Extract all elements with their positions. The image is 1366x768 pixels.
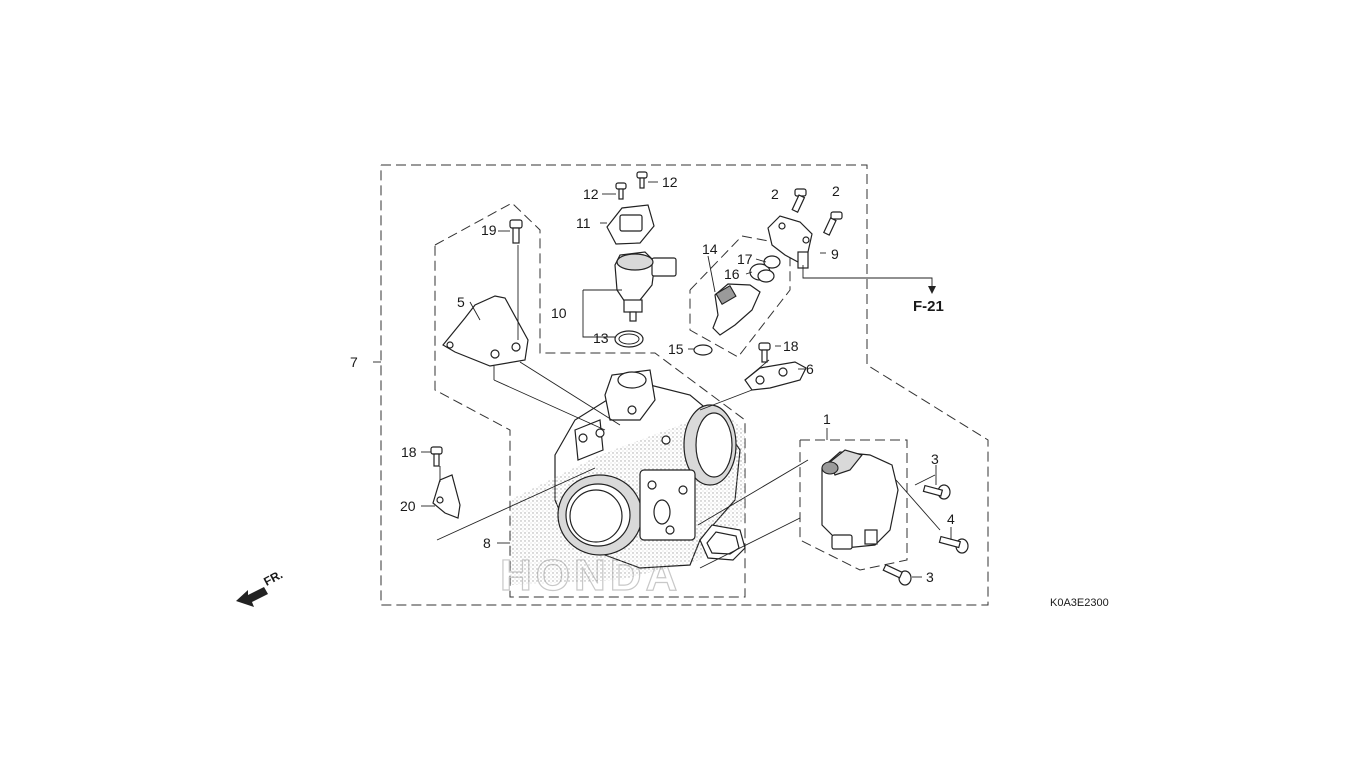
callout-18a[interactable]: 18 — [401, 444, 417, 460]
callout-20[interactable]: 20 — [400, 498, 416, 514]
throttle-body-part[interactable] — [510, 369, 745, 585]
screw-part-18a[interactable] — [430, 446, 443, 467]
callout-9[interactable]: 9 — [831, 246, 839, 262]
callout-7[interactable]: 7 — [350, 354, 358, 370]
callout-10[interactable]: 10 — [551, 305, 567, 321]
screw-part-12b[interactable] — [636, 171, 648, 189]
assembly-outline-14 — [689, 235, 791, 358]
bolt-part-4[interactable] — [938, 535, 969, 554]
callout-1[interactable]: 1 — [823, 411, 831, 427]
callout-16[interactable]: 16 — [724, 266, 740, 282]
leader-lines — [373, 181, 952, 578]
o-ring-part-13[interactable] — [614, 330, 644, 348]
callout-2b[interactable]: 2 — [832, 183, 840, 199]
callout-12a[interactable]: 12 — [583, 186, 599, 202]
callout-12b[interactable]: 12 — [662, 174, 678, 190]
callout-14[interactable]: 14 — [702, 241, 718, 257]
callout-8[interactable]: 8 — [483, 535, 491, 551]
bolt-part-2a[interactable] — [791, 188, 807, 213]
bracket-part-5[interactable] — [442, 295, 529, 367]
callout-4[interactable]: 4 — [947, 511, 955, 527]
front-label: FR. — [261, 567, 285, 588]
callout-18b[interactable]: 18 — [783, 338, 799, 354]
front-direction-arrow-icon — [236, 587, 268, 607]
screw-part-18b[interactable] — [758, 342, 771, 363]
bolt-part-3a[interactable] — [922, 484, 951, 500]
bolt-part-3b[interactable] — [882, 563, 912, 586]
callout-3a[interactable]: 3 — [931, 451, 939, 467]
o-ring-part-15[interactable] — [693, 344, 713, 356]
bolt-part-2b[interactable] — [822, 211, 843, 236]
callout-15[interactable]: 15 — [668, 341, 684, 357]
diagram-code: K0A3E2300 — [1050, 597, 1109, 609]
bolt-part-19[interactable] — [509, 219, 523, 244]
plate-part-6[interactable] — [744, 361, 807, 391]
throttle-sensor-part-1[interactable] — [821, 449, 899, 550]
o-ring-part-17[interactable] — [763, 255, 781, 269]
sensor-part-10[interactable] — [614, 251, 677, 322]
plate-part-11[interactable] — [606, 204, 655, 245]
connector-part-9[interactable] — [767, 215, 813, 269]
reference-link-f21[interactable]: F-21 — [913, 298, 944, 315]
assembly-outline-8 — [434, 202, 746, 598]
assembly-outline-7 — [380, 164, 989, 606]
callout-17[interactable]: 17 — [737, 251, 753, 267]
bracket-part-20[interactable] — [432, 474, 461, 519]
seal-part-16[interactable] — [749, 263, 775, 283]
callout-11[interactable]: 11 — [576, 215, 591, 231]
callout-3b[interactable]: 3 — [926, 569, 934, 585]
callout-5[interactable]: 5 — [457, 294, 465, 310]
injector-part-14[interactable] — [712, 283, 761, 336]
callout-2a[interactable]: 2 — [771, 186, 779, 202]
callout-19[interactable]: 19 — [481, 222, 497, 238]
callout-6[interactable]: 6 — [806, 361, 814, 377]
callout-13[interactable]: 13 — [593, 330, 609, 346]
screw-part-12a[interactable] — [615, 182, 627, 200]
